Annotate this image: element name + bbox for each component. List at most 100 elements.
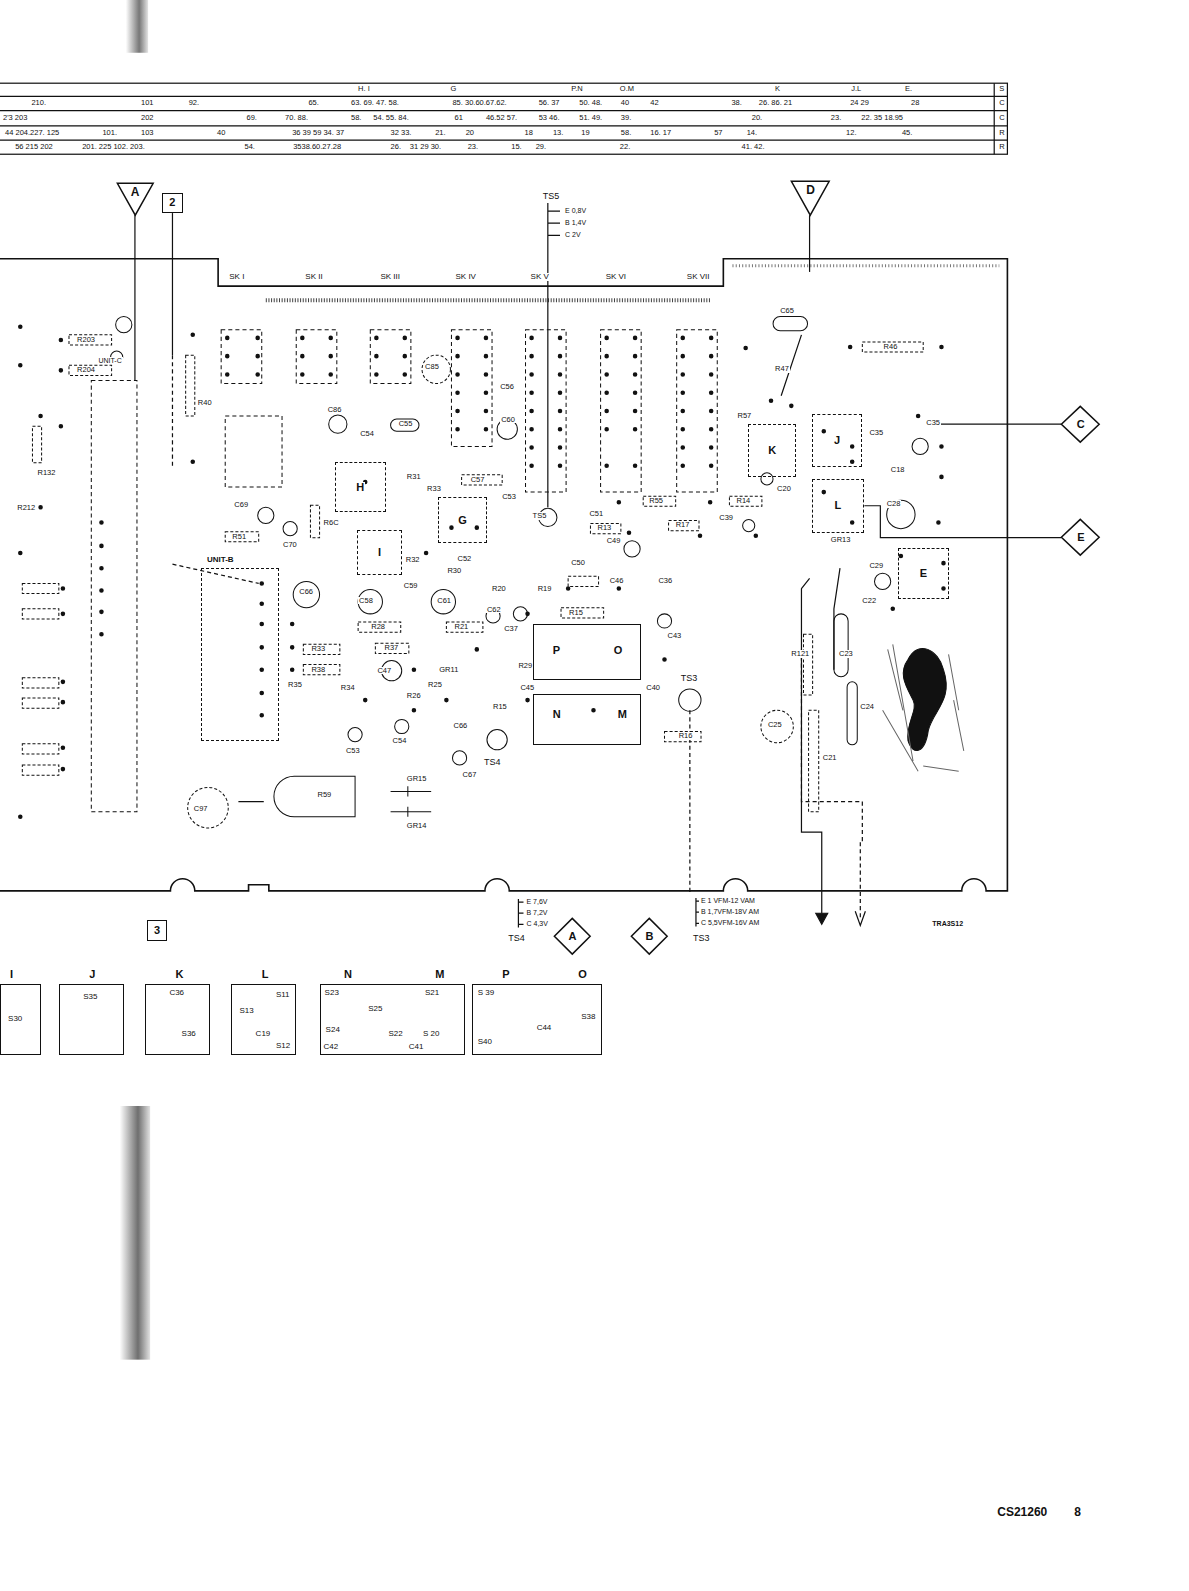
node-label: C42 bbox=[323, 1043, 340, 1051]
node-label: M bbox=[617, 709, 628, 720]
table-cell: 51. 49. bbox=[578, 114, 603, 122]
resistor bbox=[32, 426, 41, 463]
node-shape bbox=[631, 918, 667, 954]
node-label: N bbox=[552, 709, 562, 720]
coil-schematic: IS30 bbox=[0, 984, 41, 1055]
signal-label: C 2V bbox=[564, 231, 582, 238]
part-label: C24 bbox=[859, 703, 875, 711]
coil-module: J bbox=[812, 414, 863, 467]
part-label: R28 bbox=[370, 623, 386, 631]
connector-diamond: C bbox=[1061, 406, 1100, 443]
resistor bbox=[590, 524, 620, 534]
resistor bbox=[669, 521, 699, 531]
node-label: D bbox=[805, 184, 816, 196]
part-label: C61 bbox=[436, 597, 452, 605]
signal-label: E 1 VFM-12 VAM bbox=[700, 897, 756, 904]
table-cell: R bbox=[998, 129, 1005, 137]
part-label: SK III bbox=[379, 273, 401, 281]
part-label: R31 bbox=[406, 473, 422, 481]
node-label: B bbox=[645, 931, 655, 942]
node-label: S35 bbox=[82, 993, 98, 1001]
socket-outlines bbox=[91, 330, 717, 812]
table-cell: 46.52 57. bbox=[485, 114, 518, 122]
coil-schematic: NMS23S25S24S22S21S 20C42C41 bbox=[320, 984, 465, 1055]
node-label: S36 bbox=[181, 1030, 197, 1038]
table-cell: 21. bbox=[434, 129, 446, 137]
coil-module: NM bbox=[533, 694, 642, 745]
node-label: C44 bbox=[536, 1024, 553, 1032]
table-cell: 58. bbox=[620, 129, 632, 137]
coil-schematic: LS13S11C19S12 bbox=[231, 984, 296, 1055]
page-note: CS21260 bbox=[996, 1506, 1048, 1518]
part-label: R212 bbox=[16, 504, 36, 512]
resistor bbox=[22, 583, 59, 593]
table-cell: G bbox=[449, 85, 457, 93]
resistor bbox=[22, 744, 59, 754]
schematic-heading: M bbox=[434, 969, 445, 980]
node-label: 3 bbox=[153, 925, 161, 936]
table-cell: 42 bbox=[649, 99, 659, 107]
part-label: R17 bbox=[675, 521, 691, 529]
part-label: C54 bbox=[359, 430, 375, 438]
table-cell: 39. bbox=[620, 114, 632, 122]
part-label: SK V bbox=[530, 273, 550, 281]
capacitor bbox=[422, 355, 450, 383]
part-label: C49 bbox=[606, 537, 622, 545]
part-label: R38 bbox=[310, 666, 326, 674]
table-cell: 32 33. bbox=[390, 129, 413, 137]
wire bbox=[172, 213, 173, 355]
coil-schematic: POS 39S40C44S38 bbox=[472, 984, 602, 1055]
unit-c-outline bbox=[91, 381, 137, 812]
part-label: R121 bbox=[790, 650, 810, 658]
part-label: TS4 bbox=[483, 758, 502, 767]
edge-hatching bbox=[266, 298, 710, 302]
capacitor bbox=[875, 573, 891, 589]
part-label: SK II bbox=[304, 273, 323, 281]
table-cell: 41. 42. bbox=[741, 143, 766, 151]
part-label: C36 bbox=[657, 577, 673, 585]
table-cell: 201. 225 102. 203. bbox=[81, 143, 146, 151]
table-cell: 210. bbox=[30, 99, 47, 107]
node-label: S12 bbox=[275, 1042, 291, 1050]
part-label: R30 bbox=[446, 567, 462, 575]
part-label: C35 bbox=[868, 429, 884, 437]
resistor bbox=[375, 643, 408, 653]
transistor bbox=[487, 730, 507, 750]
capacitor bbox=[452, 751, 466, 765]
part-label: C22 bbox=[861, 597, 877, 605]
capacitor bbox=[258, 507, 274, 523]
table-cell: 23. bbox=[830, 114, 842, 122]
capacitor bbox=[847, 682, 857, 745]
part-label: R25 bbox=[427, 681, 443, 689]
callout-box: 2 bbox=[162, 193, 182, 213]
resistor bbox=[561, 608, 604, 618]
coil-module: K bbox=[748, 424, 797, 477]
part-label: R33 bbox=[310, 645, 326, 653]
table-cell: 26. bbox=[390, 143, 402, 151]
part-label: R13 bbox=[597, 524, 613, 532]
part-label: C60 bbox=[500, 416, 516, 424]
part-label: C52 bbox=[457, 555, 473, 563]
table-cell: S bbox=[998, 85, 1005, 93]
table-cell: 40 bbox=[620, 99, 630, 107]
part-label: C46 bbox=[609, 577, 625, 585]
connector-line bbox=[864, 506, 1061, 538]
table-cell: 40 bbox=[216, 129, 226, 137]
table-cell: 58. bbox=[350, 114, 362, 122]
wire bbox=[134, 215, 135, 380]
part-label: R14 bbox=[736, 497, 752, 505]
part-label: C66 bbox=[298, 588, 314, 596]
part-label: R132 bbox=[37, 469, 57, 477]
resistor bbox=[803, 634, 812, 695]
coil-schematic: JS35 bbox=[59, 984, 124, 1055]
resistor bbox=[568, 576, 598, 586]
part-label: C18 bbox=[890, 466, 906, 474]
part-label: R35 bbox=[287, 681, 303, 689]
node-label: A bbox=[567, 931, 577, 942]
table-cell: 65. bbox=[307, 99, 319, 107]
part-label: R32 bbox=[405, 556, 421, 564]
resistor bbox=[665, 732, 702, 742]
node-label: S22 bbox=[388, 1030, 404, 1038]
table-cell: 56 215 202 bbox=[14, 143, 54, 151]
